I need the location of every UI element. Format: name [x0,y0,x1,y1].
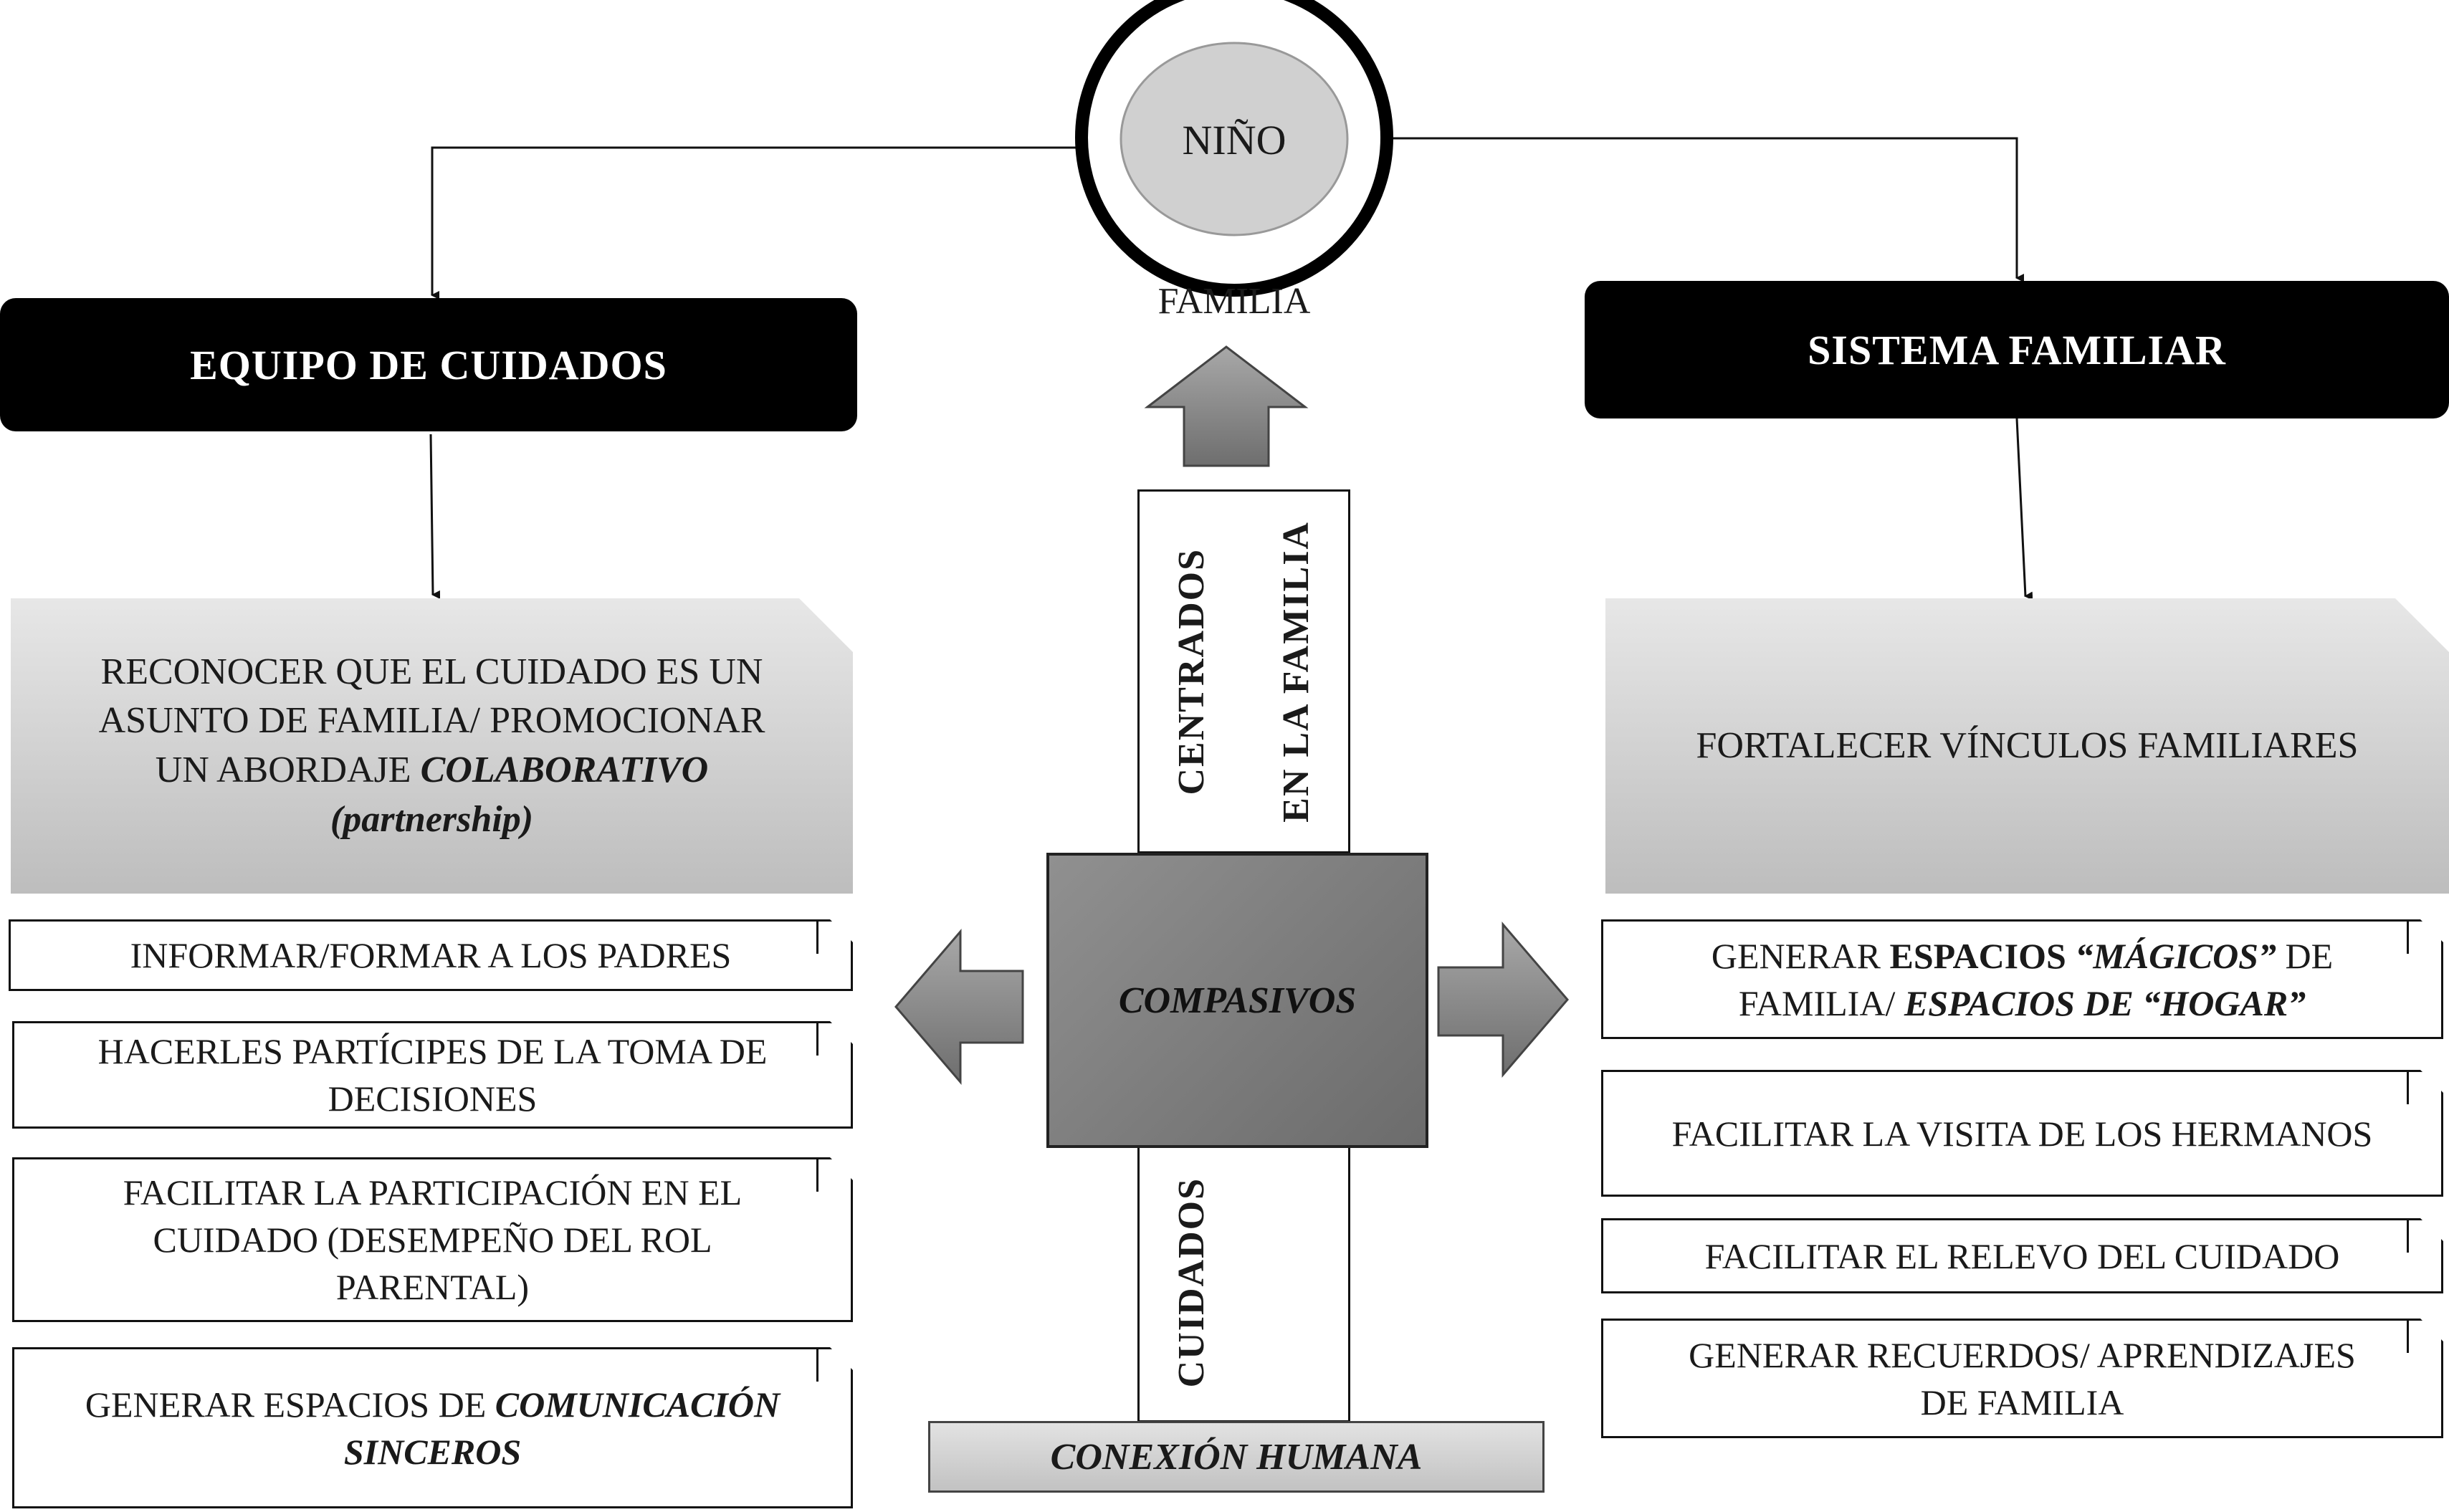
care-team-main-box: RECONOCER QUE EL CUIDADO ES UN ASUNTO DE… [11,598,853,894]
compassion-core-box: COMPASIVOS [1046,853,1428,1148]
family-system-header: SISTEMA FAMILIAR [1585,281,2449,418]
center-upper-column [1137,489,1350,853]
family-item-care-relief: FACILITAR EL RELEVO DEL CUIDADO [1601,1218,2443,1293]
left-arrow [894,928,1024,1086]
child-core-ellipse [1120,42,1349,236]
family-system-main-box: FORTALECER VÍNCULOS FAMILIARES [1605,598,2449,894]
family-item-magic-spaces: GENERAR ESPACIOS “MÁGICOS” DE FAMILIA/ E… [1601,919,2443,1039]
in-family-label: EN LA FAMILIA [1275,521,1317,823]
connector-family-system-down [2015,418,2033,601]
care-item-decisions: HACERLES PARTÍCIPES DE LA TOMA DE DECISI… [12,1021,853,1129]
care-vertical-label: CUIDADOS [1170,1177,1212,1388]
center-lower-column [1137,1143,1350,1422]
centered-label: CENTRADOS [1170,548,1212,795]
centered-label-wrap: CENTRADOS [1137,494,1245,849]
care-team-header: EQUIPO DE CUIDADOS [0,298,857,431]
care-team-main-text: RECONOCER QUE EL CUIDADO ES UN ASUNTO DE… [98,651,765,840]
connector-care-team-down [429,434,441,599]
family-label-wrap: EN LA FAMILIA [1242,494,1350,849]
family-item-siblings: FACILITAR LA VISITA DE LOS HERMANOS [1601,1070,2443,1197]
care-item-inform: INFORMAR/FORMAR A LOS PADRES [9,919,853,991]
family-label: FAMILIA [1157,280,1311,322]
care-item-participation: FACILITAR LA PARTICIPACIÓN EN EL CUIDADO… [12,1157,853,1322]
family-system-main-text: FORTALECER VÍNCULOS FAMILIARES [1696,724,2359,766]
right-arrow [1437,921,1569,1078]
child-label: NIÑO [1182,116,1286,163]
connector-to-family-system [1387,137,2024,282]
care-item-communication: GENERAR ESPACIOS DE COMUNICACIÓN SINCERO… [12,1347,853,1508]
connector-to-care-team [431,146,1082,300]
compassion-label: COMPASIVOS [1118,980,1357,1021]
human-connection-base: CONEXIÓN HUMANA [928,1421,1545,1493]
family-item-memories: GENERAR RECUERDOS/ APRENDIZAJES DE FAMIL… [1601,1319,2443,1438]
care-vertical-wrap: CUIDADOS [1137,1147,1245,1419]
up-arrow [1144,345,1309,467]
